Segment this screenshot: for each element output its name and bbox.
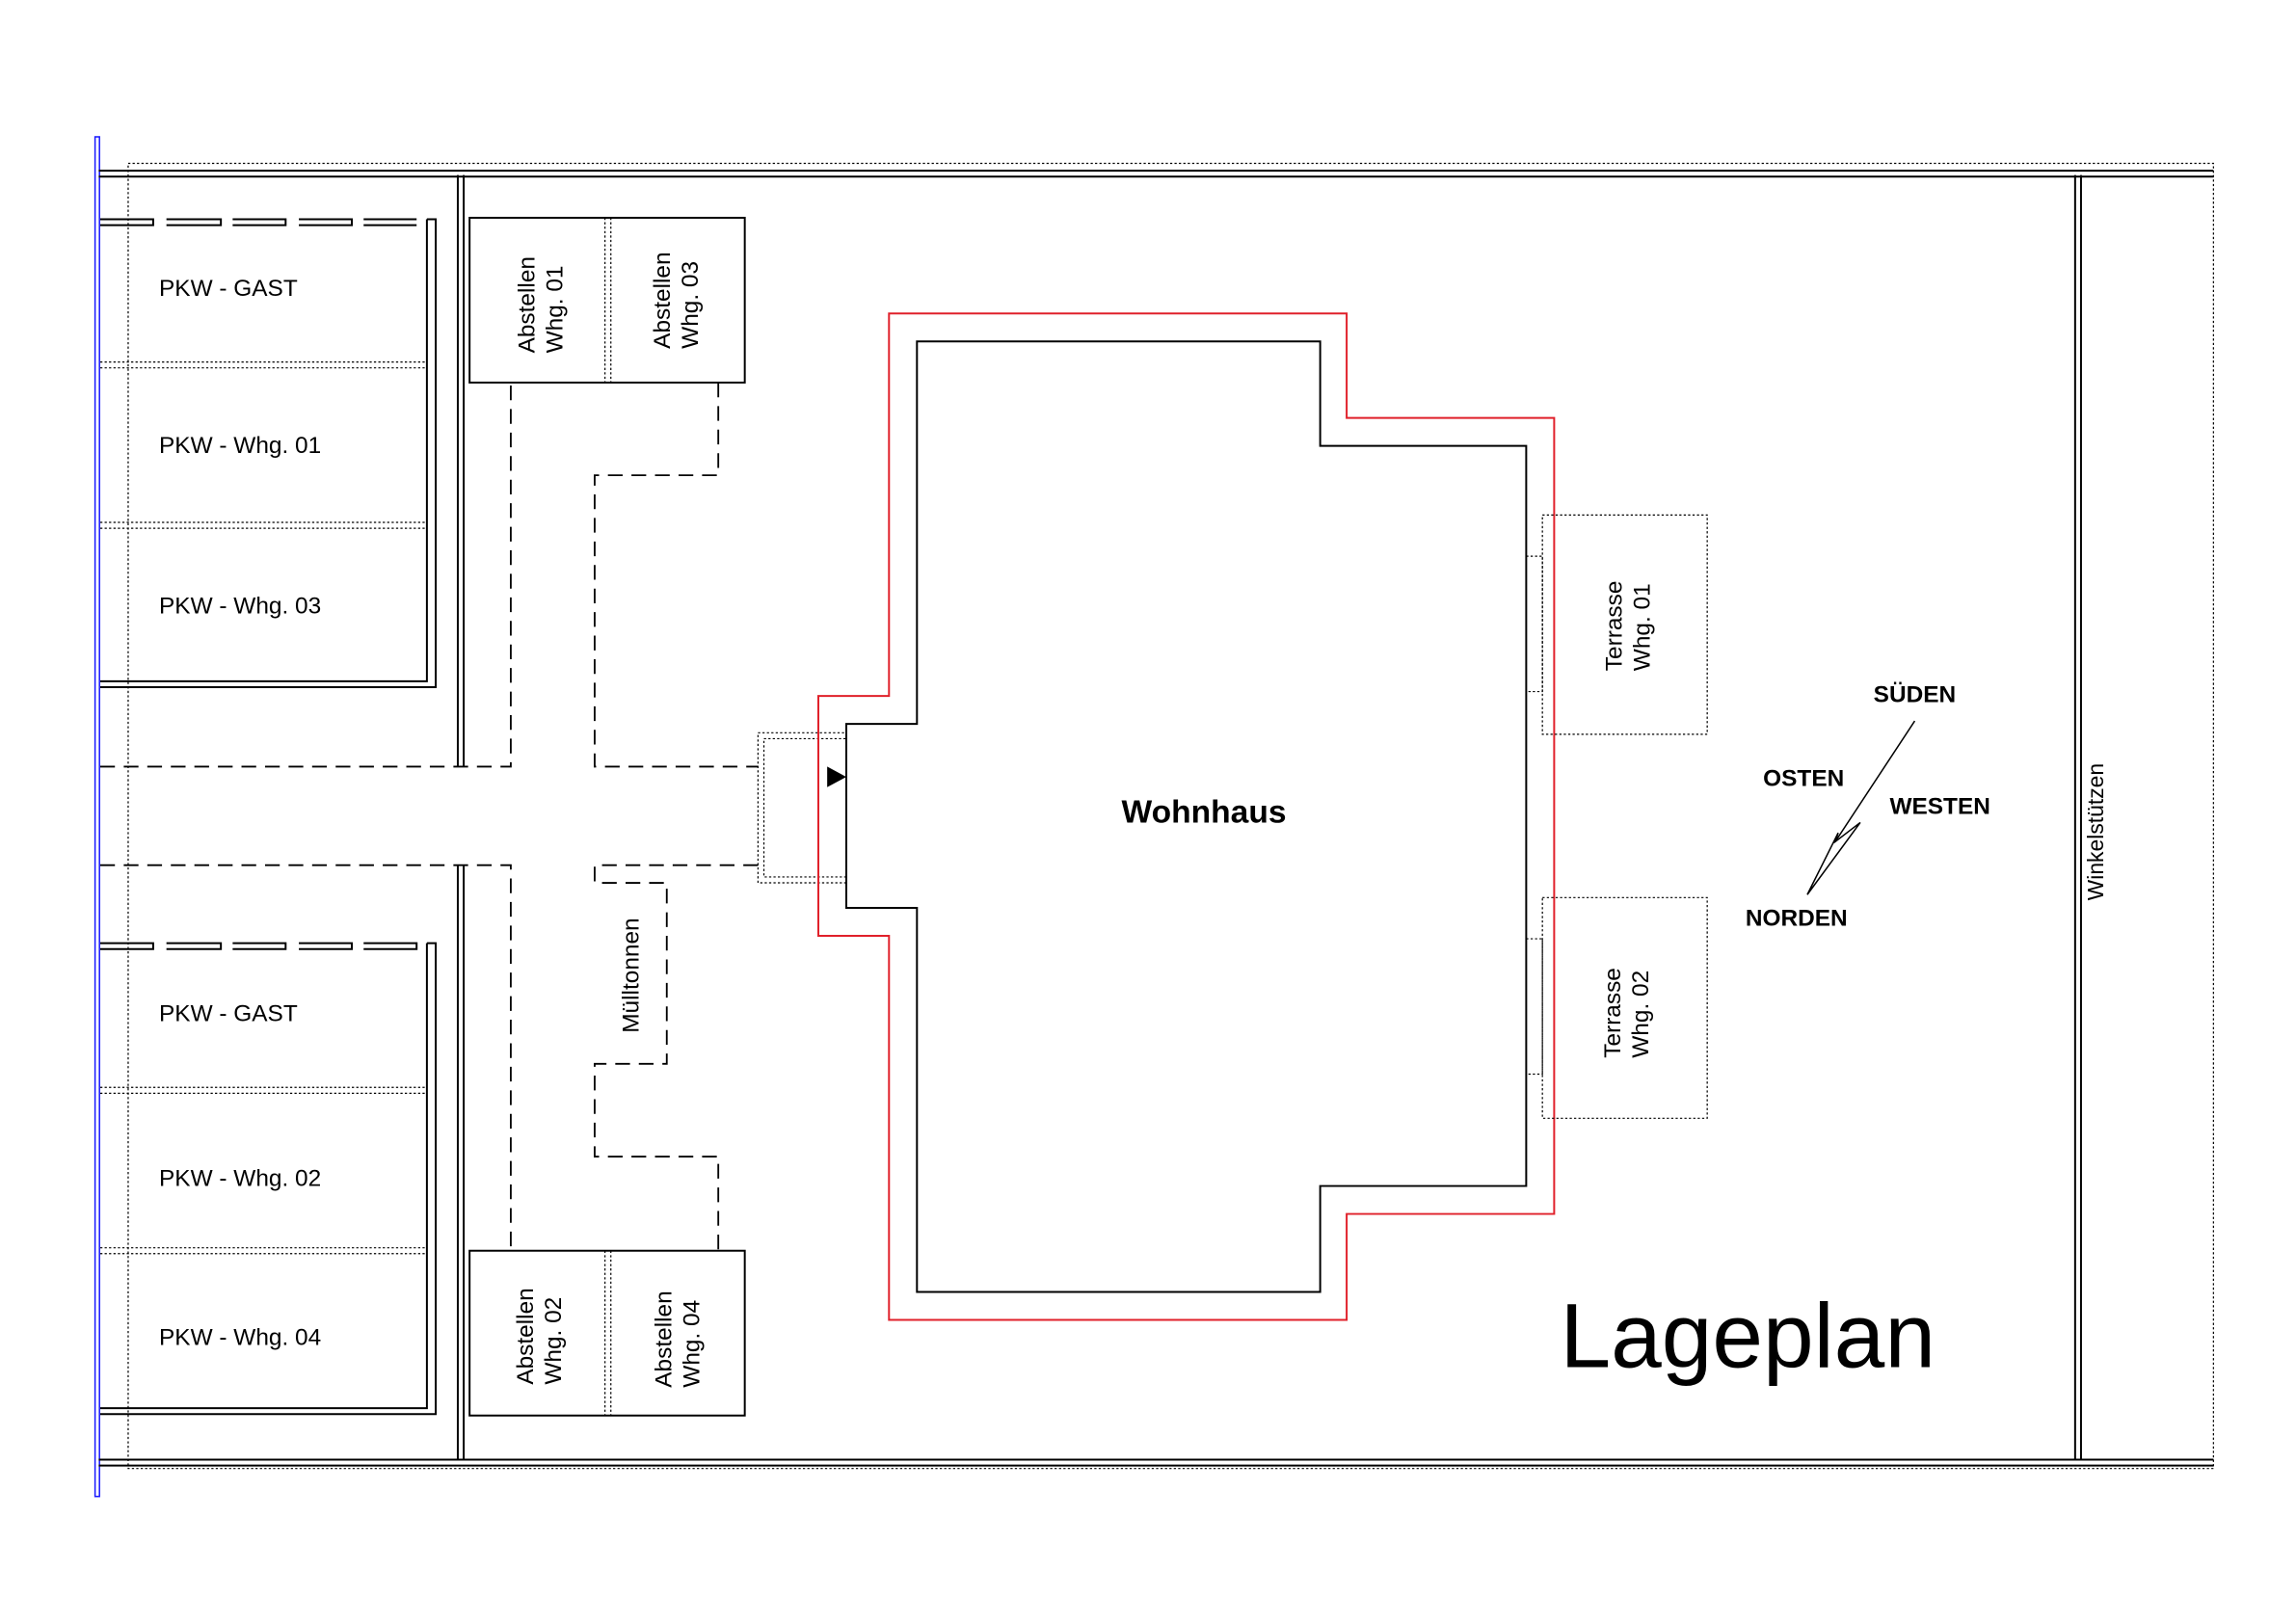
retaining-wall-label: Winkelstützen: [2083, 763, 2108, 901]
compass-east: OSTEN: [1763, 765, 1844, 791]
footpaths: Mülltonnen: [99, 382, 759, 1251]
parking-label: PKW - Whg. 04: [159, 1324, 321, 1350]
parking-bottom: PKW - GAST PKW - Whg. 02 PKW - Whg. 04: [99, 942, 438, 1416]
compass-south: SÜDEN: [1874, 681, 1956, 707]
terrace-label: Terrasse: [1602, 581, 1628, 672]
building-footprint: [845, 340, 1528, 1293]
plan-title: Lageplan: [1560, 1285, 1935, 1387]
storage-bottom: Abstellen Whg. 02 Abstellen Whg. 04: [468, 1249, 746, 1417]
storage-label: Abstellen: [513, 1288, 539, 1384]
plot-outline-dotted: [127, 162, 2214, 1470]
parking-top: PKW - GAST PKW - Whg. 01 PKW - Whg. 03: [99, 218, 438, 688]
storage-label: Whg. 02: [541, 1297, 567, 1385]
storage-label: Whg. 03: [678, 261, 704, 349]
entrance-arrow-icon: [827, 766, 847, 787]
parking-label: PKW - Whg. 03: [159, 594, 321, 620]
storage-label: Abstellen: [650, 252, 676, 348]
storage-top: Abstellen Whg. 01 Abstellen Whg. 03: [468, 216, 746, 384]
parking-label: PKW - GAST: [159, 1001, 298, 1027]
compass-north: NORDEN: [1746, 905, 1848, 931]
building-setback-outline: [817, 312, 1556, 1321]
storage-label: Abstellen: [651, 1290, 677, 1387]
bottom-wall: [98, 1458, 2214, 1467]
parking-label: PKW - Whg. 01: [159, 433, 321, 459]
bins-label: Mülltonnen: [619, 918, 645, 1032]
storage-label: Whg. 04: [679, 1300, 705, 1388]
terrace-label: Terrasse: [1600, 968, 1626, 1058]
property-boundary-blue: [93, 136, 100, 1498]
entrance: [757, 732, 847, 884]
terrace-1: Terrasse Whg. 01: [1525, 514, 1708, 735]
compass: SÜDEN OSTEN WESTEN NORDEN: [1746, 681, 1990, 931]
storage-label: Abstellen: [514, 256, 540, 353]
retaining-wall-right: [2073, 174, 2082, 1460]
terrace-2: Terrasse Whg. 02: [1525, 896, 1708, 1119]
building-label: Wohnhaus: [1122, 794, 1287, 830]
north-arrow-icon: [1834, 720, 1916, 842]
parking-label: PKW - Whg. 02: [159, 1166, 321, 1192]
parking-label: PKW - GAST: [159, 276, 298, 302]
storage-label: Whg. 01: [542, 266, 568, 354]
top-wall: [98, 170, 2214, 178]
compass-west: WESTEN: [1889, 793, 1989, 819]
terrace-label: Whg. 02: [1628, 971, 1654, 1058]
terrace-label: Whg. 01: [1630, 583, 1656, 671]
inner-wall-left: [456, 174, 466, 1460]
